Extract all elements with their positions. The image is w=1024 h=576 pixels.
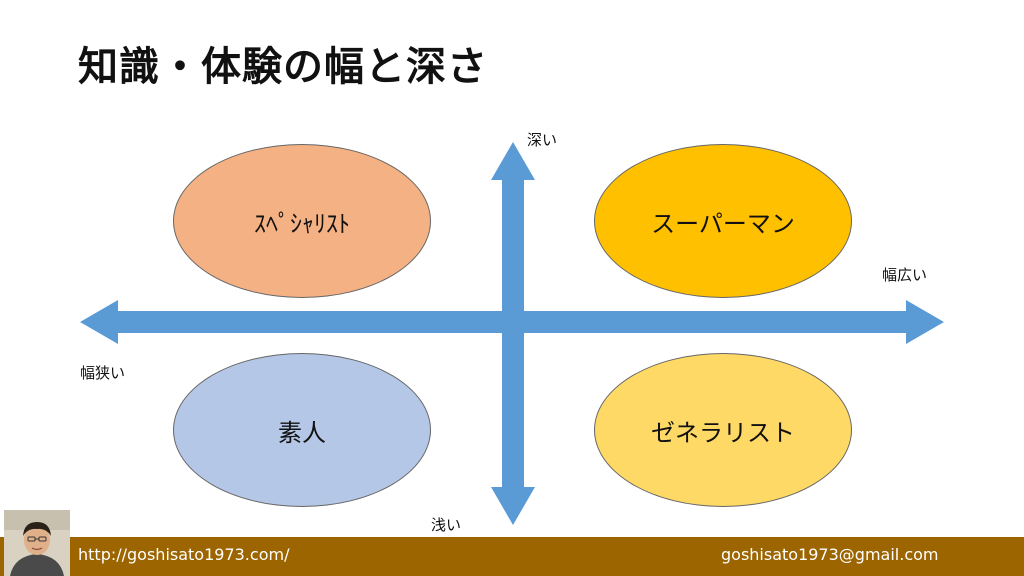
quadrant-amateur: 素人 <box>173 353 431 507</box>
quadrant-generalist-label: ゼネラリスト <box>651 418 795 447</box>
footer-bar <box>0 537 1024 576</box>
quadrant-specialist: ｽﾍﾟｼｬﾘｽﾄ <box>173 144 431 298</box>
axis-label-shallow: 浅い <box>431 516 462 534</box>
quadrant-specialist-label: ｽﾍﾟｼｬﾘｽﾄ <box>254 209 350 238</box>
quadrant-amateur-label: 素人 <box>278 418 326 447</box>
slide-title: 知識・体験の幅と深さ <box>78 44 488 90</box>
author-avatar <box>4 510 70 576</box>
axis-label-deep: 深い <box>527 131 558 149</box>
quadrant-superman-label: スーパーマン <box>651 209 795 238</box>
footer-email[interactable]: goshisato1973@gmail.com <box>721 545 939 564</box>
vertical-axis-arrow <box>491 142 535 525</box>
footer-url[interactable]: http://goshisato1973.com/ <box>78 545 290 564</box>
axis-label-wide: 幅広い <box>882 266 928 284</box>
quadrant-generalist: ゼネラリスト <box>594 353 852 507</box>
axis-label-narrow: 幅狭い <box>80 364 126 382</box>
quadrant-superman: スーパーマン <box>594 144 852 298</box>
